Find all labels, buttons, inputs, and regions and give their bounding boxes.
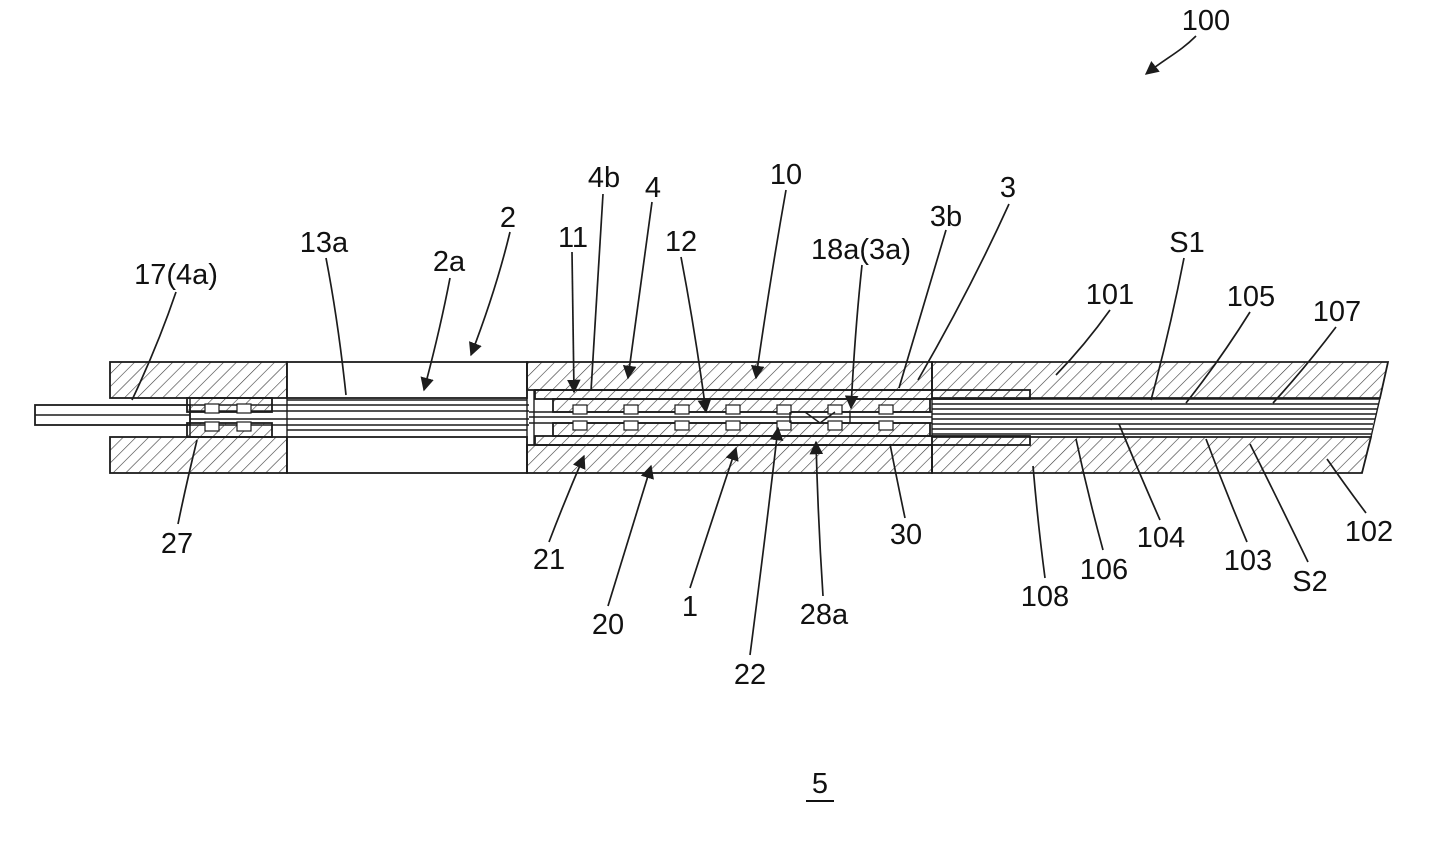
leader-28a <box>809 440 824 597</box>
leader-22 <box>749 426 784 656</box>
ref-label-2: 2 <box>500 202 516 234</box>
ref-label-21: 21 <box>533 544 565 576</box>
leader-104 <box>1118 423 1161 521</box>
cable-layer-lines <box>932 397 1381 438</box>
leader-30 <box>889 443 906 519</box>
leader-107 <box>1272 326 1337 404</box>
ref-label-101: 101 <box>1086 279 1134 311</box>
leader-106 <box>1075 438 1104 551</box>
section-boundaries <box>189 362 933 473</box>
ref-label-12: 12 <box>665 226 697 258</box>
leader-27 <box>177 439 198 525</box>
leader-3 <box>917 203 1010 381</box>
device-drawing <box>34 361 1390 474</box>
ref-label-20: 20 <box>592 609 624 641</box>
figure-number: 5 <box>806 768 834 802</box>
reference-labels: 100 17(4a) 13a 2a 2 11 4b 4 12 10 18a(3a… <box>134 5 1393 691</box>
splice-marks <box>789 411 851 424</box>
leader-105 <box>1185 311 1251 404</box>
leader-108 <box>1032 465 1046 579</box>
leader-S1 <box>1150 257 1185 401</box>
ref-label-13a: 13a <box>300 227 349 259</box>
ref-label-11: 11 <box>558 222 588 254</box>
ref-label-3: 3 <box>1000 172 1016 204</box>
leader-17-4a <box>131 291 177 401</box>
leader-13a <box>325 257 347 396</box>
leader-18a-3a <box>844 264 863 410</box>
leader-4b <box>590 193 604 392</box>
leader-10 <box>750 189 787 380</box>
ref-label-4: 4 <box>645 172 661 204</box>
ref-label-30: 30 <box>890 519 922 551</box>
leader-2 <box>469 231 511 357</box>
leader-103 <box>1205 438 1248 543</box>
ref-label-100: 100 <box>1182 5 1230 37</box>
ref-label-1: 1 <box>682 591 698 623</box>
ref-label-107: 107 <box>1313 296 1361 328</box>
leader-lines <box>131 35 1367 656</box>
ref-label-106: 106 <box>1080 554 1128 586</box>
leader-2a <box>420 277 451 392</box>
leader-3b <box>898 229 947 389</box>
crimp-blocks <box>186 397 273 438</box>
ref-label-28a: 28a <box>800 599 849 631</box>
leader-100 <box>1144 35 1197 75</box>
ref-label-4b: 4b <box>588 162 620 194</box>
outer-housing-left <box>109 361 288 474</box>
ferrule-body <box>286 361 528 474</box>
ref-label-104: 104 <box>1137 522 1185 554</box>
ref-label-10: 10 <box>770 159 802 191</box>
leader-102 <box>1326 458 1367 514</box>
ref-label-3b: 3b <box>930 201 962 233</box>
leader-20 <box>607 464 654 607</box>
ref-label-17-4a: 17(4a) <box>134 259 218 291</box>
leader-21 <box>548 454 586 543</box>
ref-label-102: 102 <box>1345 516 1393 548</box>
ref-label-S2: S2 <box>1292 566 1327 598</box>
leader-1 <box>689 446 739 589</box>
leader-11 <box>567 251 581 394</box>
ref-label-S1: S1 <box>1169 227 1204 259</box>
ref-label-22: 22 <box>734 659 766 691</box>
holder-rows <box>552 398 931 437</box>
leader-4 <box>622 201 653 380</box>
ref-label-103: 103 <box>1224 545 1272 577</box>
figure-number-text: 5 <box>812 768 828 800</box>
ref-label-108: 108 <box>1021 581 1069 613</box>
leader-12 <box>680 256 712 414</box>
leader-101 <box>1055 309 1111 376</box>
leader-S2 <box>1249 443 1309 563</box>
ref-label-105: 105 <box>1227 281 1275 313</box>
cable-sheath <box>931 361 1390 474</box>
ref-label-27: 27 <box>161 528 193 560</box>
ref-label-18a-3a: 18a(3a) <box>811 234 911 266</box>
ref-label-2a: 2a <box>433 246 466 278</box>
